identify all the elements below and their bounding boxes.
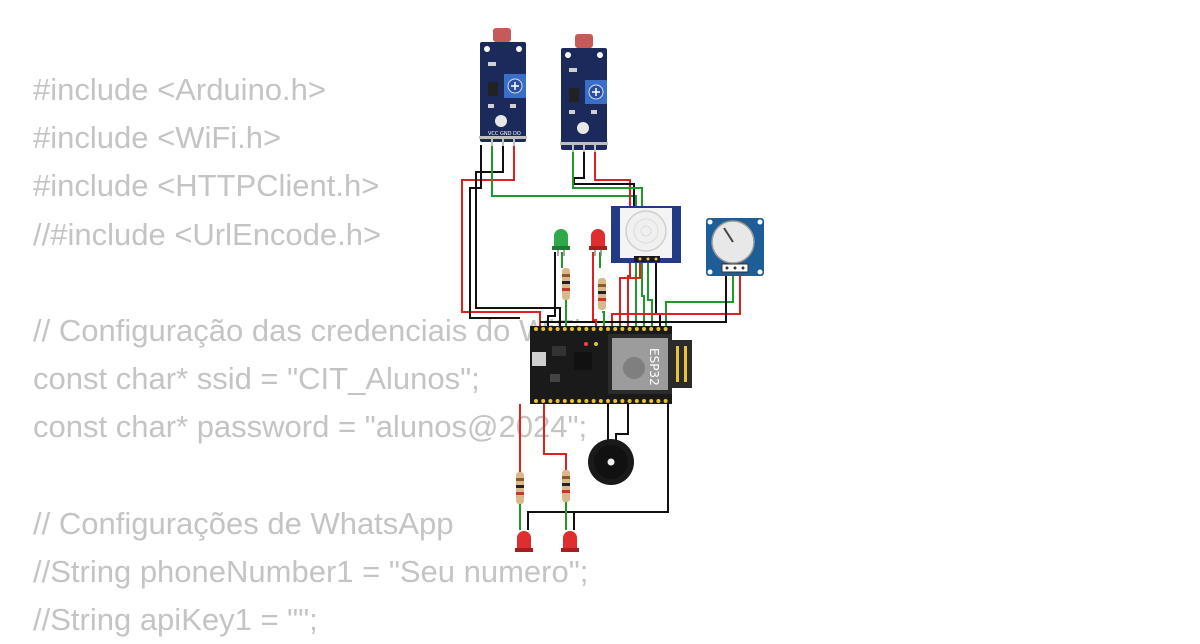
header-pin (548, 399, 553, 403)
wire-red (543, 404, 567, 470)
resistor (562, 268, 570, 300)
header-pin (627, 327, 632, 331)
resistor (598, 278, 606, 310)
header-pin (606, 399, 610, 403)
wire-black (655, 262, 661, 326)
header-pin (642, 399, 646, 403)
header-pin (570, 399, 574, 403)
wire-black (547, 252, 556, 326)
led-red (515, 531, 533, 552)
header-pin (562, 399, 567, 403)
header-pin (584, 399, 589, 403)
wire-black (475, 145, 561, 326)
header-pin (613, 327, 618, 331)
header-pin (663, 399, 668, 403)
header-pin (577, 399, 582, 403)
resistor (562, 470, 570, 502)
usb-port-icon (532, 352, 546, 366)
code-line: const char* password = "alunos@2024"; (33, 409, 588, 445)
code-line: //#include <UrlEncode.h> (33, 216, 382, 252)
header-pin (555, 399, 560, 403)
photoresistor-icon (575, 34, 593, 48)
header-pin (541, 327, 546, 331)
header-pin (548, 327, 553, 331)
header-pin (555, 327, 560, 331)
code-background: #include <Arduino.h> #include <WiFi.h> #in… (33, 66, 588, 644)
led-green (552, 229, 570, 256)
header-pin (642, 327, 646, 331)
code-line: #include <HTTPClient.h> (33, 168, 380, 204)
header-pin (562, 327, 567, 331)
header-pin (613, 399, 618, 403)
potentiometer-module (706, 218, 764, 276)
header-pin (663, 327, 668, 331)
pir-motion-sensor (611, 206, 681, 263)
code-line: #include <Arduino.h> (33, 72, 327, 107)
led-red (561, 531, 579, 552)
header-pin (541, 399, 546, 403)
header-pin (577, 327, 582, 331)
header-pin (634, 327, 639, 331)
light-sensor-module-2 (560, 34, 608, 152)
header-pin (606, 327, 610, 331)
header-pin (634, 399, 639, 403)
code-line: //String phoneNumber1 = "Seu numero"; (33, 553, 589, 589)
wire-red (619, 262, 641, 326)
header-pin (598, 327, 603, 331)
code-line: // Configuração das credenciais do WiFi (33, 312, 581, 348)
header-pin (598, 399, 603, 403)
wire-green (602, 311, 605, 326)
code-line: #include <WiFi.h> (33, 120, 282, 156)
wire-black (615, 404, 629, 440)
wire-red (461, 145, 541, 326)
buzzer (588, 439, 634, 485)
code-line: // Configurações de WhatsApp (33, 505, 454, 541)
header-pin (627, 399, 632, 403)
wire-green (647, 262, 653, 326)
header-pin (649, 399, 654, 403)
header-pin (649, 327, 654, 331)
header-pin (656, 327, 661, 331)
resistor (516, 472, 524, 504)
header-pin (620, 399, 625, 403)
header-pin (534, 327, 538, 331)
header-pin (584, 327, 589, 331)
photoresistor-icon (493, 28, 511, 42)
board-label: ESP32 (647, 348, 661, 386)
esp32-board: ESP32 (530, 326, 692, 404)
wire-red (611, 274, 741, 326)
wire-black (540, 274, 727, 323)
header-pin (570, 327, 574, 331)
svg-text:VCC GND DO: VCC GND DO (488, 131, 521, 137)
header-pin (591, 399, 596, 403)
code-line: const char* ssid = "CIT_Alunos"; (33, 361, 480, 397)
circuit-diagram: VCC GND DO (461, 28, 764, 552)
wire-black (469, 145, 520, 319)
header-pin (591, 327, 596, 331)
header-pin (620, 327, 625, 331)
wire-red (592, 252, 597, 326)
header-pin (534, 399, 538, 403)
wire-green (665, 274, 734, 326)
led-red (589, 229, 607, 256)
header-pin (656, 399, 661, 403)
light-sensor-module-1: VCC GND DO (479, 28, 527, 146)
wire-black (527, 404, 669, 530)
